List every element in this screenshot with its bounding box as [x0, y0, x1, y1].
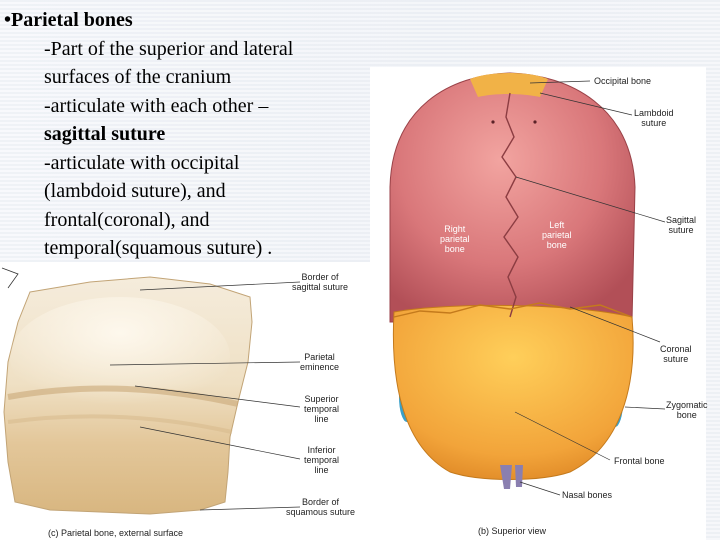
bullet-heading: •Parietal bones: [4, 6, 374, 35]
label-border-sagittal: Border of sagittal suture: [292, 272, 348, 292]
parietal-region: [390, 73, 635, 322]
label-zygomatic-bone: Zygomatic bone: [666, 400, 708, 420]
line-3: -articulate with each other –: [4, 92, 374, 121]
label-nasal-bones: Nasal bones: [562, 490, 612, 500]
leader-zygomatic: [625, 407, 665, 409]
heading-text: Parietal bones: [11, 9, 133, 31]
occipital-region: [470, 73, 548, 97]
line-6: (lambdoid suture), and: [4, 177, 374, 206]
label-right-parietal-bone: Right parietal bone: [440, 224, 470, 254]
caption-figure-c: (c) Parietal bone, external surface: [48, 528, 183, 538]
label-sagittal-suture: Sagittal suture: [666, 215, 696, 235]
parietal-foramen-right: [533, 120, 536, 123]
label-frontal-bone: Frontal bone: [614, 456, 665, 466]
label-occipital-bone: Occipital bone: [594, 76, 651, 86]
edge-pointer: [2, 268, 18, 288]
label-parietal-eminence: Parietal eminence: [300, 352, 339, 372]
line-1: -Part of the superior and lateral: [4, 35, 374, 64]
label-border-squamous: Border of squamous suture: [286, 497, 355, 517]
caption-figure-b: (b) Superior view: [478, 526, 546, 536]
label-lambdoid-suture: Lambdoid suture: [634, 108, 674, 128]
label-coronal-suture: Coronal suture: [660, 344, 692, 364]
figure-skull-superior-view: Occipital bone Lambdoid suture Sagittal …: [370, 67, 706, 540]
nasal-bones-right: [515, 465, 523, 487]
label-inferior-temporal-line: Inferior temporal line: [304, 445, 339, 475]
line-4: sagittal suture: [4, 120, 374, 149]
leader-border-squamous: [200, 507, 300, 510]
skull-illustration: [370, 67, 706, 540]
parietal-foramen-left: [491, 120, 494, 123]
line-2: surfaces of the cranium: [4, 63, 374, 92]
leader-nasal: [520, 482, 560, 495]
line-5: -articulate with occipital: [4, 149, 374, 178]
bullet-glyph: •: [4, 9, 11, 31]
label-left-parietal-bone: Left parietal bone: [542, 220, 572, 250]
line-7: frontal(coronal), and: [4, 206, 374, 235]
label-superior-temporal-line: Superior temporal line: [304, 394, 339, 424]
line-8: temporal(squamous suture) .: [4, 234, 374, 263]
slide-text: •Parietal bones -Part of the superior an…: [4, 6, 374, 263]
figure-parietal-bone-external: Border of sagittal suture Parietal emine…: [0, 262, 370, 540]
